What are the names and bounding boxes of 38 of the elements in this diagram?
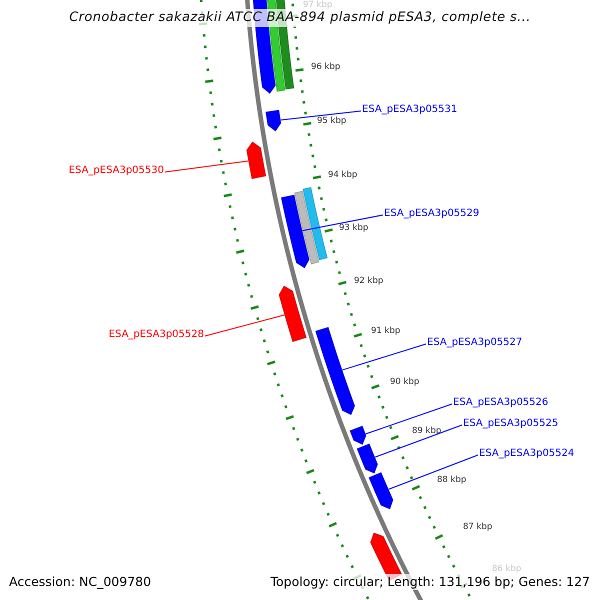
- scale-label: 94 kbp: [328, 170, 358, 180]
- gene-feature: [294, 190, 320, 264]
- leader-line: [342, 344, 426, 370]
- scale-label: 89 kbp: [412, 426, 442, 436]
- leader-line: [374, 424, 462, 458]
- gene-feature: [368, 472, 394, 510]
- gene-feature: [315, 327, 355, 416]
- info-text: Accession: NC_009780: [7, 574, 154, 590]
- gene-feature: [302, 187, 328, 260]
- gene-feature: [350, 426, 366, 445]
- gene-label: ESA_pESA3p05525: [463, 418, 558, 430]
- gene-label: ESA_pESA3p05524: [479, 448, 574, 460]
- gene-label: ESA_pESA3p05529: [384, 208, 480, 220]
- gene-label: ESA_pESA3p05531: [362, 104, 458, 116]
- scale-label: 91 kbp: [371, 326, 400, 336]
- scale-label: 90 kbp: [390, 377, 420, 387]
- scale-label: 95 kbp: [317, 116, 346, 126]
- scale-label: 92 kbp: [354, 276, 384, 286]
- gene-feature: [266, 110, 282, 132]
- gene-feature: [281, 194, 310, 268]
- info-text: Topology: circular; Length: 131,196 bp; Genes: 127: [268, 574, 592, 590]
- scale-label: 87 kbp: [463, 522, 492, 532]
- leader-line: [365, 404, 452, 434]
- leader-line: [164, 160, 249, 172]
- leader-line: [280, 110, 362, 120]
- scale-label: 93 kbp: [339, 223, 368, 233]
- leader-line: [204, 314, 285, 336]
- scale-label: 96 kbp: [311, 62, 340, 72]
- gene-feature: [278, 286, 307, 342]
- gene-label: ESA_pESA3p05530: [68, 165, 164, 177]
- gene-feature: [356, 444, 378, 474]
- leader-line: [302, 214, 384, 232]
- gene-label: ESA_pESA3p05528: [108, 329, 204, 341]
- gene-feature: [246, 142, 266, 179]
- gene-label: ESA_pESA3p05526: [453, 397, 548, 409]
- scale-label: 88 kbp: [437, 475, 466, 485]
- leader-line: [388, 454, 478, 490]
- gene-label: ESA_pESA3p05527: [427, 337, 522, 349]
